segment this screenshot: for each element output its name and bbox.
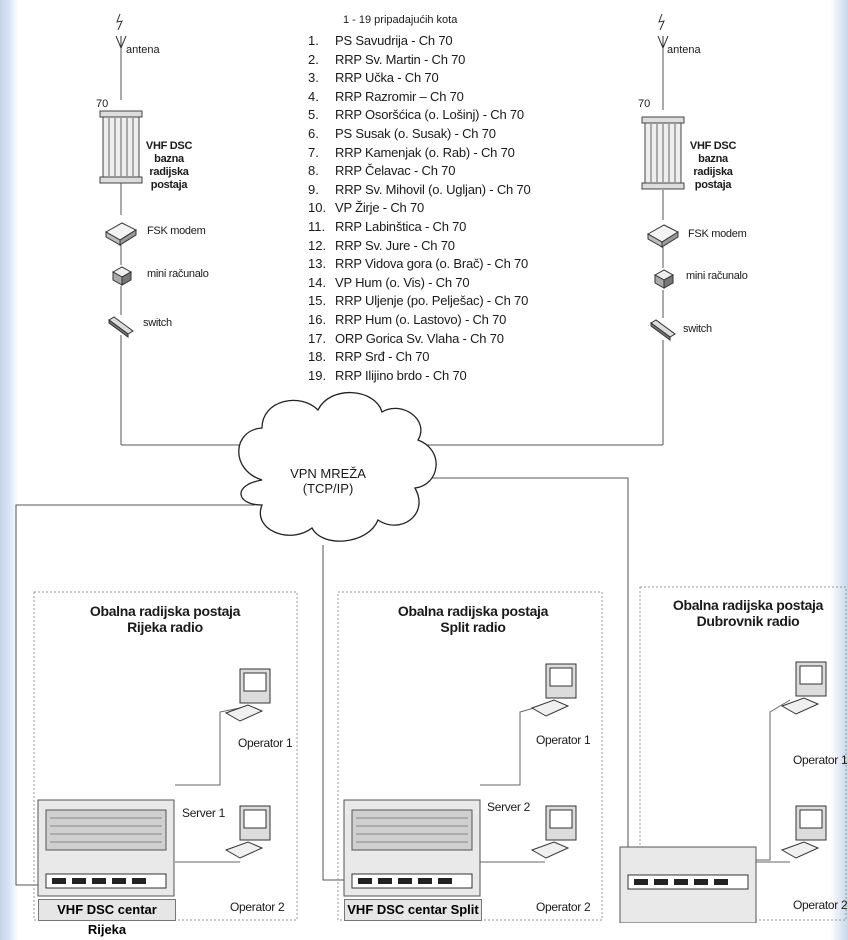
site-list-item: RRP Sv. Jure - Ch 70 bbox=[335, 238, 455, 253]
site-list-item: RRP Osoršćica (o. Lošinj) - Ch 70 bbox=[335, 107, 524, 122]
rijeka-station-box bbox=[33, 591, 298, 921]
rijeka-operator1-link bbox=[175, 707, 241, 786]
site-list-item: RRP Uljenje (po. Pelješac) - Ch 70 bbox=[335, 293, 529, 308]
site-list-item: VP Hum (o. Vis) - Ch 70 bbox=[335, 275, 470, 290]
left-antenna-label: antena bbox=[126, 44, 160, 56]
rijeka-operator1-label: Operator 1 bbox=[238, 736, 293, 750]
site-list-item: VP Žirje - Ch 70 bbox=[335, 200, 425, 215]
right-mini-computer-icon bbox=[653, 269, 675, 289]
rijeka-server-label: Server 1 bbox=[182, 806, 225, 820]
site-list-item: RRP Sv. Martin - Ch 70 bbox=[335, 52, 466, 67]
site-list-item: RRP Čelavac - Ch 70 bbox=[335, 163, 456, 178]
vpn-network-name: VPN MREŽA bbox=[290, 466, 366, 481]
right-channel-number: 70 bbox=[638, 98, 651, 110]
site-list-number: 15. bbox=[308, 293, 327, 308]
dubrovnik-operator2-computer-icon bbox=[780, 805, 827, 859]
split-server-rack-icon bbox=[343, 799, 481, 897]
site-list-item: RRP Labinštica - Ch 70 bbox=[335, 219, 467, 234]
cloud-to-rijeka-line bbox=[15, 504, 255, 886]
right-antenna-icon bbox=[657, 13, 669, 48]
site-list-number: 9. bbox=[308, 182, 319, 197]
left-modem-label: FSK modem bbox=[147, 225, 206, 237]
rijeka-operator2-label: Operator 2 bbox=[230, 900, 285, 914]
rijeka-server-rack-icon bbox=[37, 799, 175, 897]
split-operator2-computer-icon bbox=[530, 805, 577, 859]
left-modem-icon bbox=[104, 222, 138, 246]
site-list-item: RRP Srđ - Ch 70 bbox=[335, 349, 430, 364]
dubrovnik-operator2-label: Operator 2 bbox=[793, 898, 848, 912]
rijeka-operator1-computer-icon bbox=[224, 668, 271, 722]
right-base-station-label: VHF DSC bazna radijska postaja bbox=[689, 140, 737, 191]
site-list-item: PS Savudrija - Ch 70 bbox=[335, 33, 453, 48]
right-switch-label: switch bbox=[683, 323, 712, 335]
site-list-item: RRP Ilijino brdo - Ch 70 bbox=[335, 368, 467, 383]
site-list-item: RRP Sv. Mihovil (o. Ugljan) - Ch 70 bbox=[335, 182, 531, 197]
right-modem-label: FSK modem bbox=[688, 228, 747, 240]
site-list-item: RRP Vidova gora (o. Brač) - Ch 70 bbox=[335, 256, 529, 271]
dubrovnik-server-rack-icon bbox=[619, 846, 757, 923]
right-switch-icon bbox=[650, 319, 676, 341]
site-list-number: 18. bbox=[308, 349, 327, 364]
split-operator1-computer-icon bbox=[530, 663, 577, 717]
left-switch-icon bbox=[108, 316, 134, 338]
left-switch-label: switch bbox=[143, 317, 172, 329]
site-list-number: 11. bbox=[308, 219, 326, 234]
site-list-number: 10. bbox=[308, 200, 327, 215]
site-list-number: 12. bbox=[308, 238, 327, 253]
site-list-number: 3. bbox=[308, 70, 319, 85]
site-list-number: 8. bbox=[308, 163, 319, 178]
rijeka-center-label: VHF DSC centar Rijeka bbox=[38, 899, 176, 937]
dubrovnik-operator1-label: Operator 1 bbox=[793, 753, 848, 767]
left-antenna-icon bbox=[115, 13, 127, 48]
split-operator1-label: Operator 1 bbox=[536, 733, 591, 747]
site-list-item: RRP Kamenjak (o. Rab) - Ch 70 bbox=[335, 145, 515, 160]
rijeka-operator2-computer-icon bbox=[224, 805, 271, 859]
site-list-number: 14. bbox=[308, 275, 327, 290]
site-list-item: ORP Gorica Sv. Vlaha - Ch 70 bbox=[335, 331, 504, 346]
right-modem-icon bbox=[646, 224, 680, 248]
vpn-cloud-shape bbox=[238, 391, 437, 542]
site-list-number: 5. bbox=[308, 107, 319, 122]
dubrovnik-station-title: Obalna radijska postaja Dubrovnik radio bbox=[672, 597, 824, 629]
site-list-item: RRP Razromir – Ch 70 bbox=[335, 89, 464, 104]
site-list-item: PS Susak (o. Susak) - Ch 70 bbox=[335, 126, 496, 141]
site-list-number: 16. bbox=[308, 312, 327, 327]
left-base-station-label: VHF DSC bazna radijska postaja bbox=[145, 140, 193, 191]
right-antenna-label: antena bbox=[667, 44, 701, 56]
site-list-number: 17. bbox=[308, 331, 327, 346]
vpn-cloud-label: VPN MREŽA (TCP/IP) bbox=[278, 466, 378, 496]
left-base-station-icon bbox=[99, 110, 143, 184]
site-list-number: 13. bbox=[308, 256, 327, 271]
right-base-station-icon bbox=[641, 116, 685, 190]
site-list-number: 6. bbox=[308, 126, 319, 141]
dubrovnik-operator1-computer-icon bbox=[780, 661, 827, 715]
split-center-label: VHF DSC centar Split bbox=[344, 899, 482, 921]
split-operator2-label: Operator 2 bbox=[536, 900, 591, 914]
site-list-number: 4. bbox=[308, 89, 319, 104]
split-server-label: Server 2 bbox=[487, 800, 530, 814]
vpn-network-protocol: (TCP/IP) bbox=[302, 481, 354, 496]
site-list-number: 7. bbox=[308, 145, 319, 160]
rijeka-station-title: Obalna radijska postaja Rijeka radio bbox=[89, 603, 241, 635]
left-mini-computer-label: mini računalo bbox=[147, 268, 209, 280]
site-list-number: 2. bbox=[308, 52, 319, 67]
split-station-title: Obalna radijska postaja Split radio bbox=[397, 603, 549, 635]
left-channel-number: 70 bbox=[96, 98, 109, 110]
site-list-item: RRP Hum (o. Lastovo) - Ch 70 bbox=[335, 312, 507, 327]
site-list-number: 19. bbox=[308, 368, 327, 383]
site-list-item: RRP Učka - Ch 70 bbox=[335, 70, 439, 85]
site-list-header: 1 - 19 pripadajućih kota bbox=[343, 14, 458, 26]
right-mini-computer-label: mini računalo bbox=[686, 270, 748, 282]
left-mini-computer-icon bbox=[111, 266, 133, 286]
site-list-number: 1. bbox=[308, 33, 319, 48]
